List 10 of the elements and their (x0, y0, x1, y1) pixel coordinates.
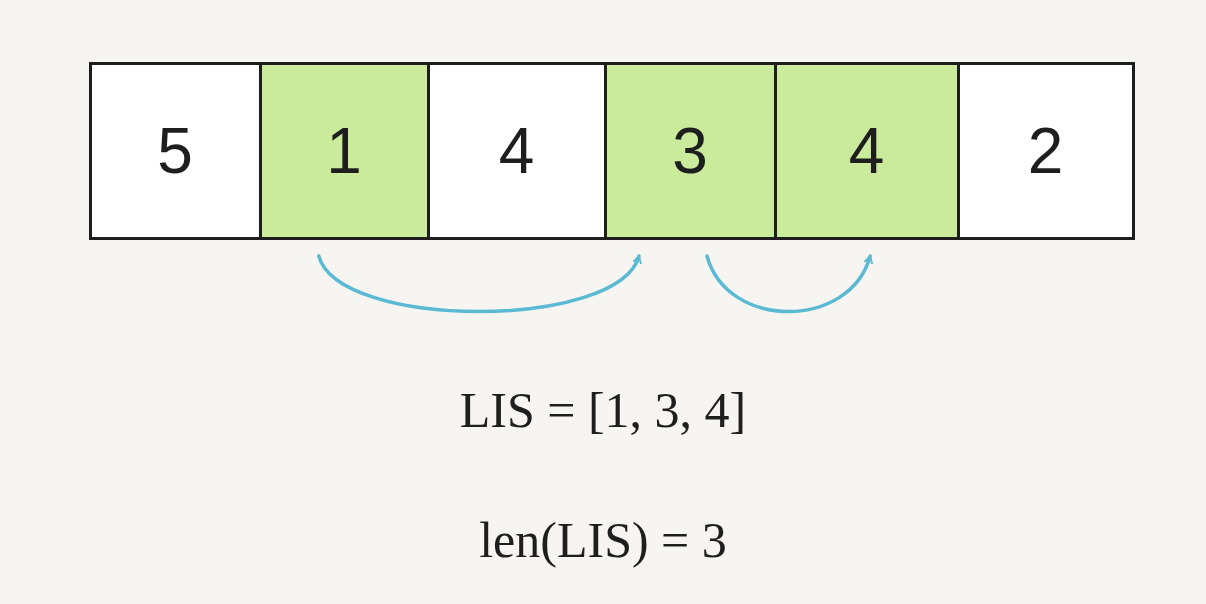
cell-value: 4 (848, 119, 885, 183)
cell-value: 4 (498, 119, 535, 183)
formula-text: LIS = [1, 3, 4] (458, 385, 748, 435)
cell-value: 5 (157, 119, 193, 183)
cell-value: 1 (326, 119, 362, 183)
cell-value: 3 (672, 119, 708, 183)
curved-arrow (705, 254, 872, 314)
array-cell (88, 62, 262, 240)
cell-value: 2 (1027, 119, 1064, 183)
curved-arrow (317, 254, 641, 314)
